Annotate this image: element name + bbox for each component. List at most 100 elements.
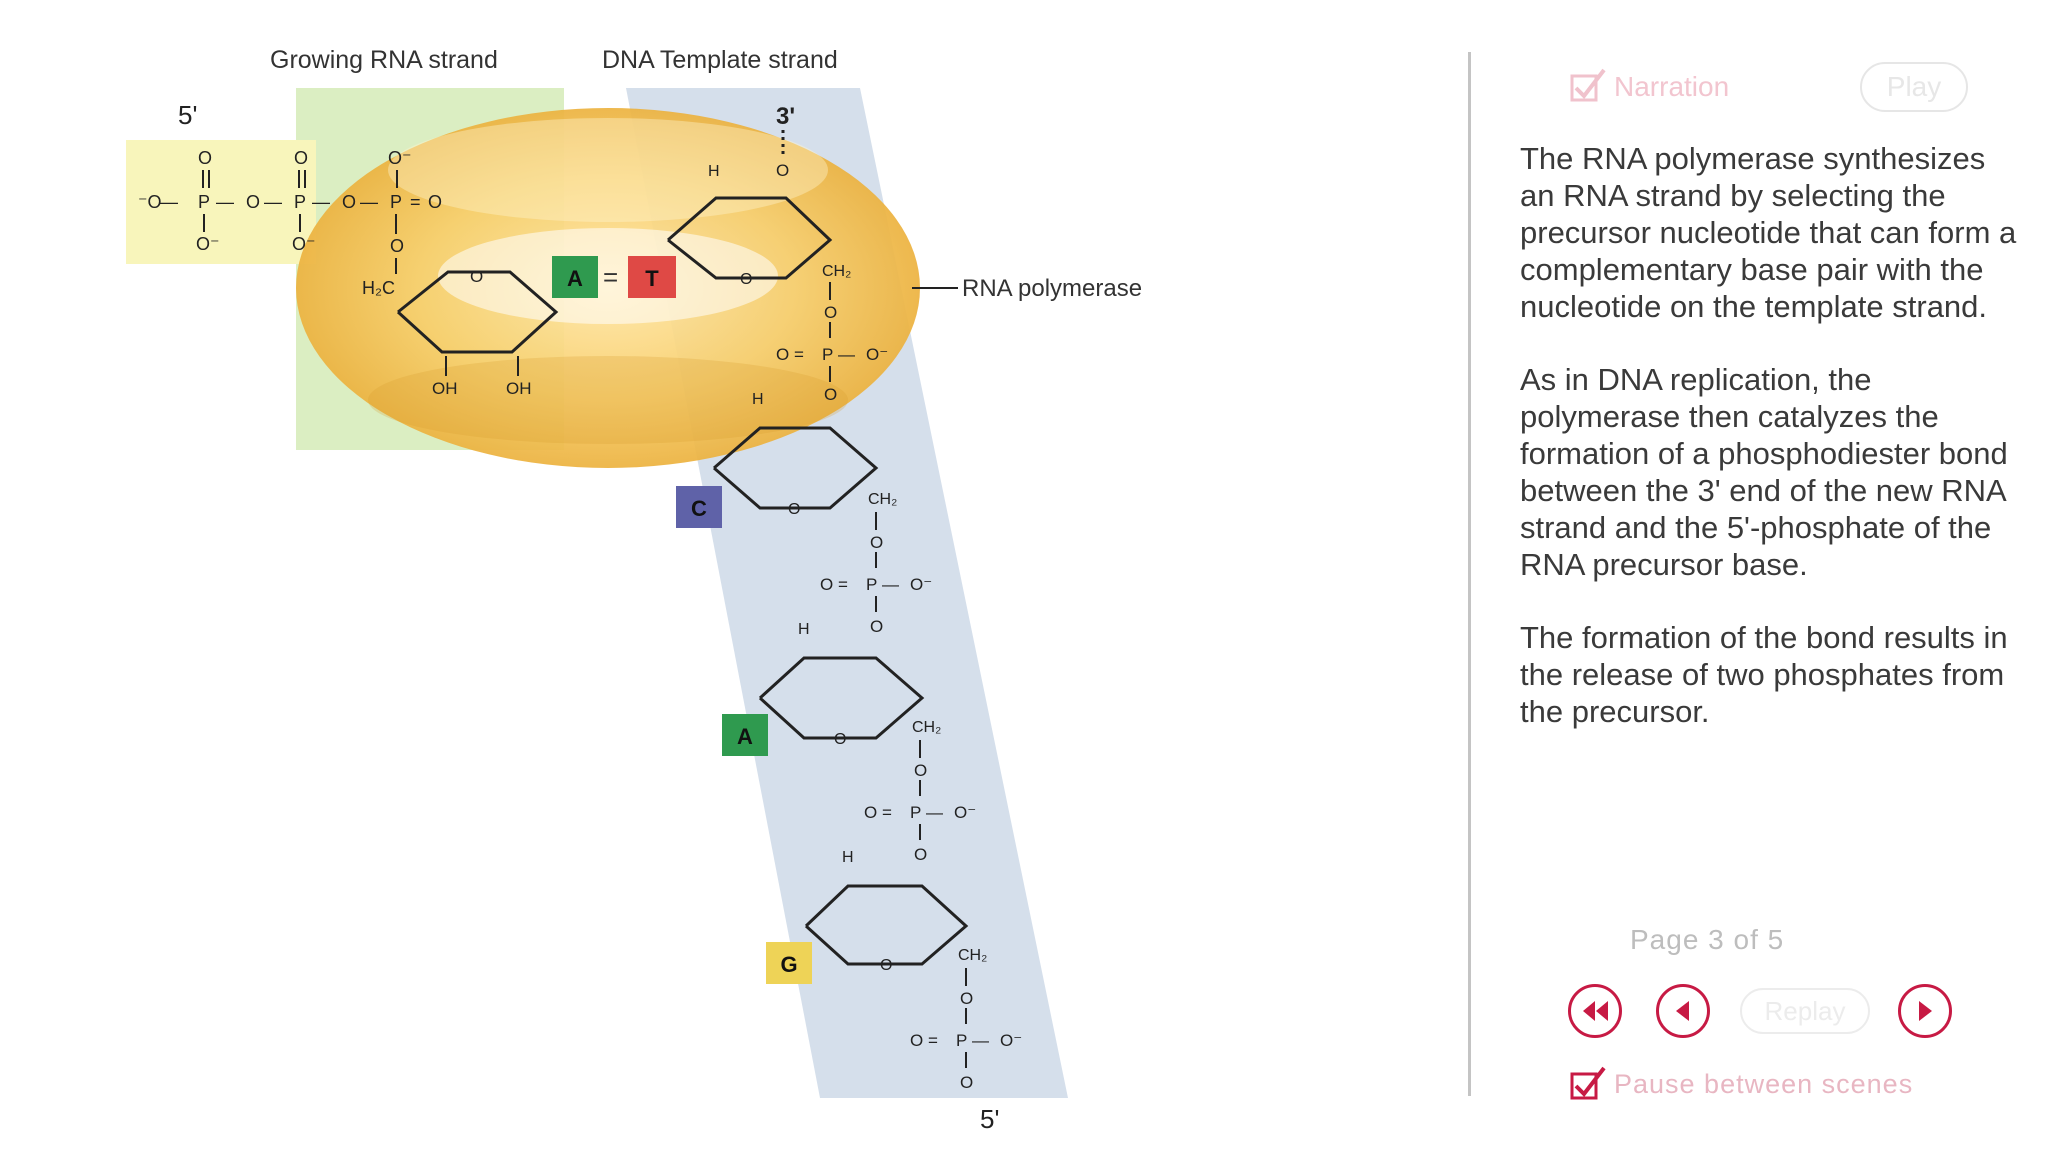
dna-base-g-label: G — [780, 952, 797, 977]
svg-text:O: O — [870, 533, 883, 552]
svg-text:O⁻: O⁻ — [910, 575, 932, 594]
dna-nucleotide-2: H O CH₂ O O = P — O⁻ O — [713, 391, 932, 636]
svg-text:—: — — [264, 192, 282, 212]
svg-text:CH₂: CH₂ — [868, 491, 897, 508]
back-icon — [1676, 1001, 1689, 1021]
dna-nucleotide-4: H O CH₂ O O = P — O⁻ O — [804, 849, 1022, 1092]
svg-text:O: O — [914, 761, 927, 780]
svg-text:O: O — [820, 575, 833, 594]
svg-text:=: = — [410, 192, 421, 212]
svg-text:—: — — [882, 575, 899, 594]
svg-text:H: H — [842, 849, 854, 866]
svg-text:CH₂: CH₂ — [912, 719, 941, 736]
narrative-paragraph: As in DNA replication, the polymerase th… — [1520, 362, 2008, 582]
svg-text:⁻O: ⁻O — [138, 192, 162, 212]
back-button[interactable] — [1656, 984, 1710, 1038]
svg-text:OH: OH — [506, 379, 532, 398]
svg-text:O: O — [776, 345, 789, 364]
transcription-diagram: Growing RNA strand DNA Template strand 5… — [126, 46, 1142, 1134]
svg-text:=: = — [928, 1031, 938, 1050]
five-prime-bottom-label: 5' — [980, 1104, 999, 1134]
svg-text:P: P — [822, 345, 833, 364]
dna-base-t — [628, 256, 676, 298]
svg-text:O: O — [198, 148, 212, 168]
pause-between-scenes-toggle[interactable]: Pause between scenes — [1570, 1064, 1913, 1105]
three-prime-top-label: 3' — [776, 103, 795, 130]
svg-text:O: O — [870, 617, 883, 636]
svg-text:O⁻: O⁻ — [196, 234, 220, 254]
rewind-icon — [1583, 1001, 1608, 1021]
svg-text:P: P — [390, 192, 402, 212]
svg-text:O⁻: O⁻ — [954, 803, 976, 822]
base-pair-bond: = — [603, 262, 618, 292]
rna-polymerase-label: RNA polymerase — [962, 275, 1142, 302]
narration-toggle[interactable]: Narration — [1570, 66, 1729, 107]
svg-text:—: — — [160, 192, 178, 212]
svg-text:O: O — [864, 803, 877, 822]
svg-text:—: — — [312, 192, 330, 212]
triphosphate-chemistry: ⁻O — P — O — P — O — P = O O O O⁻ O⁻ O⁻ … — [138, 148, 442, 298]
five-prime-top-label: 5' — [178, 100, 197, 130]
svg-text:OH: OH — [432, 379, 458, 398]
svg-text:O⁻: O⁻ — [866, 345, 888, 364]
checkbox-checked-icon[interactable] — [1570, 1064, 1610, 1105]
svg-text:—: — — [926, 803, 943, 822]
dna-base-t-label: T — [645, 266, 659, 291]
dna-base-a — [722, 714, 768, 756]
dna-base-g — [766, 942, 812, 984]
dna-base-c — [676, 486, 722, 528]
svg-text:=: = — [838, 575, 848, 594]
rna-ribose-sugar — [396, 270, 559, 354]
svg-text:P: P — [294, 192, 306, 212]
dna-base-a-label: A — [737, 724, 753, 749]
svg-text:—: — — [360, 192, 378, 212]
svg-text:O: O — [880, 957, 892, 974]
rewind-button[interactable] — [1568, 984, 1622, 1038]
dna-template-label: DNA Template strand — [602, 46, 838, 74]
svg-text:O⁻: O⁻ — [1000, 1031, 1022, 1050]
svg-text:P: P — [910, 803, 921, 822]
svg-text:H: H — [752, 391, 764, 408]
narrative-paragraph: The formation of the bond results in the… — [1520, 620, 2008, 729]
dna-nucleotide-3: H O CH₂ O O = P — O⁻ O — [758, 621, 976, 864]
svg-text:—: — — [838, 345, 855, 364]
svg-text:O: O — [914, 845, 927, 864]
rna-base-a — [552, 256, 598, 298]
svg-text:O: O — [824, 303, 837, 322]
svg-text:=: = — [794, 345, 804, 364]
svg-text:O: O — [834, 731, 846, 748]
svg-text:O⁻: O⁻ — [292, 234, 316, 254]
replay-button[interactable]: Replay — [1740, 988, 1870, 1034]
svg-text:O: O — [470, 267, 483, 286]
pause-between-scenes-label: Pause between scenes — [1614, 1069, 1914, 1099]
svg-text:=: = — [882, 803, 892, 822]
svg-text:CH₂: CH₂ — [958, 947, 987, 964]
forward-icon — [1919, 1001, 1932, 1021]
svg-text:O: O — [428, 192, 442, 212]
svg-text:O: O — [960, 1073, 973, 1092]
svg-text:P: P — [956, 1031, 967, 1050]
page-indicator: Page 3 of 5 — [1630, 924, 1785, 955]
svg-text:O: O — [960, 989, 973, 1008]
checkbox-checked-icon[interactable] — [1570, 66, 1610, 107]
svg-text:—: — — [972, 1031, 989, 1050]
svg-text:H₂C: H₂C — [362, 278, 395, 298]
forward-button[interactable] — [1898, 984, 1952, 1038]
svg-text:H: H — [708, 163, 720, 180]
svg-text:O: O — [390, 236, 404, 256]
svg-text:O: O — [342, 192, 356, 212]
narrative-text: The RNA polymerase synthesizes an RNA st… — [1520, 140, 2020, 766]
growing-rna-label: Growing RNA strand — [270, 46, 498, 74]
dna-nucleotide-1: H O CH₂ O O = P — O⁻ O — [667, 163, 888, 404]
svg-text:H: H — [798, 621, 810, 638]
svg-text:O: O — [294, 148, 308, 168]
narration-panel: Narration Play The RNA polymerase synthe… — [1490, 0, 2048, 1152]
play-button[interactable]: Play — [1860, 62, 1968, 112]
rna-base-a-label: A — [567, 266, 583, 291]
svg-text:O⁻: O⁻ — [388, 148, 412, 168]
dna-base-c-label: C — [691, 496, 707, 521]
svg-text:—: — — [216, 192, 234, 212]
triphosphate-block — [126, 140, 316, 264]
svg-text:O: O — [740, 271, 752, 288]
svg-text:P: P — [198, 192, 210, 212]
